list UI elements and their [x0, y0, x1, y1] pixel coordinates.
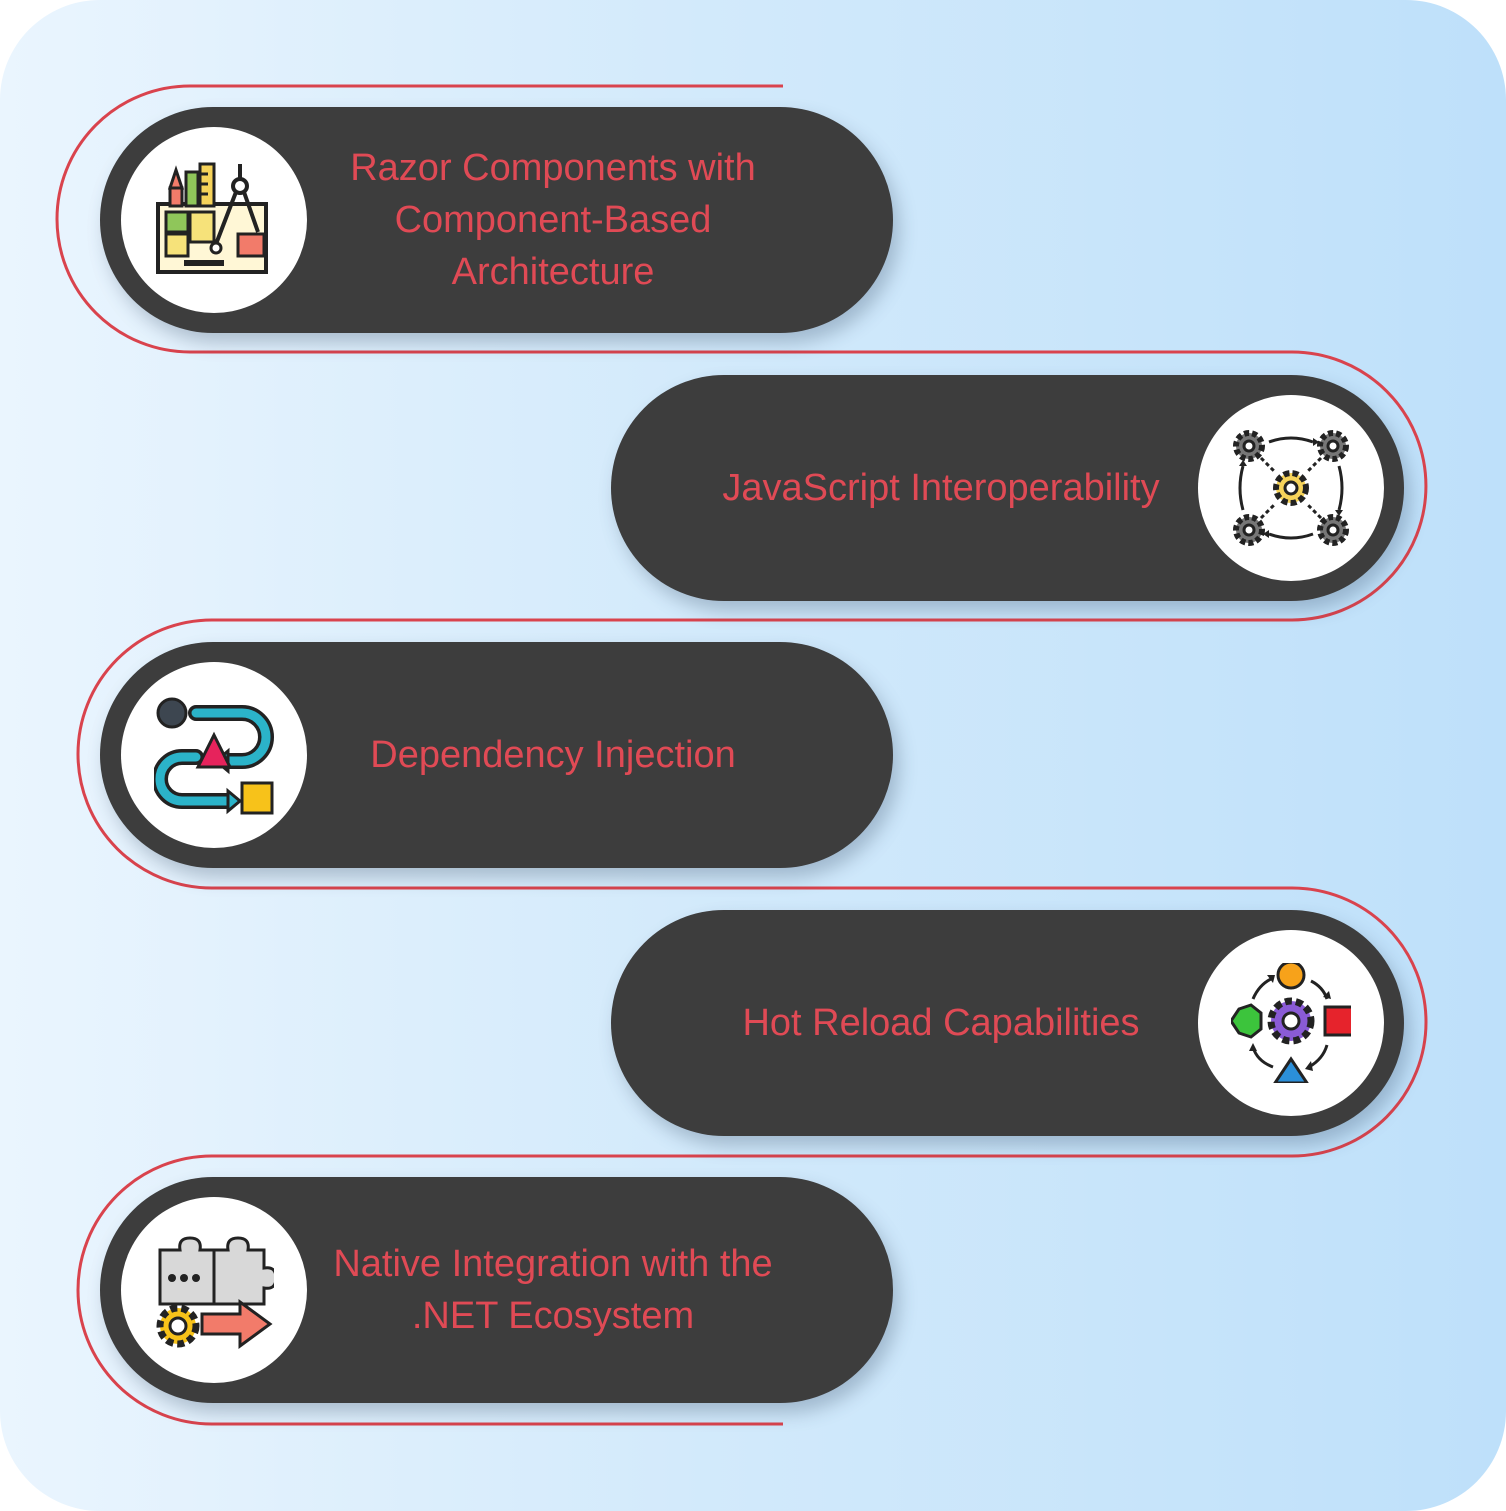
shape-flow-icon	[154, 697, 274, 815]
feature-label: Hot Reload Capabilities	[742, 1002, 1140, 1044]
feature-card-hot-reload: Hot Reload Capabilities	[611, 910, 1404, 1136]
feature-label: Dependency Injection	[370, 734, 736, 776]
icon-badge	[1198, 395, 1384, 581]
shape-cycle-gear-icon	[1231, 963, 1351, 1083]
feature-card-dependency-injection: Dependency Injection	[100, 642, 893, 868]
icon-badge	[121, 662, 307, 848]
feature-card-dotnet-integration: Native Integration with the .NET Ecosyst…	[100, 1177, 893, 1403]
feature-card-razor-components: Razor Components with Component-Based Ar…	[100, 107, 893, 333]
gear-network-icon	[1233, 430, 1349, 546]
icon-badge	[121, 127, 307, 313]
feature-label: Native Integration with the .NET Ecosyst…	[333, 1243, 773, 1337]
icon-badge	[121, 1197, 307, 1383]
icon-badge	[1198, 930, 1384, 1116]
feature-label: JavaScript Interoperability	[722, 467, 1160, 509]
puzzle-gear-arrow-icon	[156, 1236, 274, 1349]
feature-label: Razor Components with Component-Based Ar…	[350, 147, 756, 293]
drafting-tools-icon	[156, 162, 268, 274]
feature-card-javascript-interop: JavaScript Interoperability	[611, 375, 1404, 601]
